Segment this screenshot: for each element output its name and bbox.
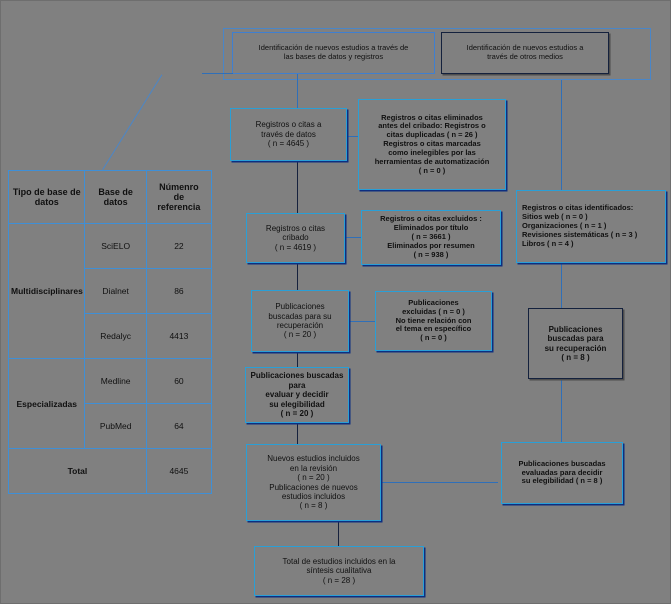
table-cell-database: Dialnet — [84, 268, 147, 314]
table-cell-references: 64 — [145, 403, 213, 449]
table-row: Especializadas Medline 60 — [7, 358, 213, 449]
header-identification-other-label: Identificación de nuevos estudios a trav… — [466, 43, 584, 61]
connector-header-other-down — [561, 80, 562, 190]
connector-included-to-right-assessed — [381, 482, 498, 483]
table-group-multidisciplinares: Multidisciplinares — [7, 223, 86, 359]
table-row: Redalyc 4413 — [9, 313, 213, 359]
box-reports-assessed-label: Publicaciones buscadas para evaluar y de… — [250, 371, 344, 419]
box-records-identified-other: Registros o citas identificados: Sitios … — [516, 190, 666, 263]
box-reports-assessed-other-label: Publicaciones buscadas evaluadas para de… — [518, 458, 606, 486]
box-new-studies-included-label: Nuevos estudios incluidos en la revisión… — [267, 454, 360, 511]
table-row: PubMed 64 — [9, 403, 213, 449]
table-row: Multidisciplinares SciELO 22 — [7, 223, 213, 359]
table-total-row: Total 4645 — [8, 448, 213, 494]
connector-records-to-removed — [347, 136, 359, 137]
connector-screened-to-excluded — [345, 237, 361, 238]
table-cell-references: 4413 — [145, 313, 213, 359]
table-cell-references: 86 — [145, 268, 213, 314]
box-reports-not-retrieved: Publicaciones excluidas ( n = 0 ) No tie… — [375, 291, 492, 351]
connector-diagonal-to-table — [102, 74, 163, 170]
database-reference-table: Tipo de base de datos Base de datos Núme… — [7, 170, 213, 494]
table-header-row: Tipo de base de datos Base de datos Núme… — [7, 170, 213, 224]
connector-rightsought-to-assessed — [561, 379, 562, 442]
header-identification-databases-label: Identificación de nuevos estudios a trav… — [258, 43, 409, 61]
table-cell-database: Redalyc — [84, 313, 147, 359]
table-cell-references: 60 — [145, 358, 213, 404]
table-total-label: Total — [8, 448, 147, 494]
box-reports-sought-other: Publicaciones buscadas para su recuperac… — [528, 308, 623, 379]
box-records-excluded: Registros o citas excluidos : Eliminados… — [361, 210, 501, 265]
box-total-qualitative-synthesis: Total de estudios incluidos en la síntes… — [254, 546, 424, 596]
box-new-studies-included: Nuevos estudios incluidos en la revisión… — [246, 444, 381, 521]
connector-records-to-screened — [297, 161, 298, 213]
table-cell-database: PubMed — [84, 403, 147, 449]
box-records-excluded-label: Registros o citas excluidos : Eliminados… — [380, 214, 482, 259]
table-header-database: Base de datos — [84, 170, 147, 224]
table-header-references: Númenro de referencia — [145, 170, 213, 224]
table-cell-database: Medline — [84, 358, 147, 404]
table-cell-database: SciELO — [84, 223, 147, 269]
connector-sought-to-assessed — [297, 353, 298, 367]
connector-sought-to-notretrieved — [349, 321, 375, 322]
box-reports-assessed-other: Publicaciones buscadas evaluadas para de… — [501, 442, 623, 504]
box-records-removed-label: Registros o citas eliminados antes del c… — [374, 112, 490, 175]
box-reports-assessed: Publicaciones buscadas para evaluar y de… — [245, 367, 349, 423]
box-total-qualitative-synthesis-label: Total de estudios incluidos en la síntes… — [282, 556, 396, 585]
box-reports-not-retrieved-label: Publicaciones excluidas ( n = 0 ) No tie… — [395, 297, 472, 343]
header-identification-databases: Identificación de nuevos estudios a trav… — [232, 32, 435, 74]
header-identification-other: Identificación de nuevos estudios a trav… — [441, 32, 609, 74]
connector-assessed-to-included — [297, 423, 298, 444]
connector-rightidentified-to-sought — [561, 263, 562, 308]
table-total-value: 4645 — [145, 448, 213, 494]
box-records-removed: Registros o citas eliminados antes del c… — [358, 99, 506, 190]
connector-header-left-stub — [202, 73, 233, 74]
box-reports-sought-other-label: Publicaciones buscadas para su recuperac… — [544, 324, 607, 362]
connector-screened-to-sought — [297, 263, 298, 290]
box-records-identified: Registros o citas a través de datos ( n … — [230, 108, 347, 161]
table-header-type: Tipo de base de datos — [7, 170, 86, 224]
box-records-identified-label: Registros o citas a través de datos ( n … — [255, 120, 322, 149]
box-reports-sought: Publicaciones buscadas para su recuperac… — [251, 290, 349, 352]
box-records-identified-other-label: Registros o citas identificados: Sitios … — [522, 203, 638, 248]
identification-band-frame — [223, 28, 651, 80]
connector-included-to-total — [338, 521, 339, 546]
box-reports-sought-label: Publicaciones buscadas para su recuperac… — [268, 302, 332, 340]
table-cell-references: 22 — [145, 223, 213, 269]
box-records-screened: Registros o citas cribado ( n = 4619 ) — [246, 213, 345, 263]
table-row: Dialnet 86 — [9, 268, 213, 314]
table-group-especializadas: Especializadas — [7, 358, 86, 449]
connector-header-to-records — [297, 74, 298, 108]
box-records-screened-label: Registros o citas cribado ( n = 4619 ) — [265, 223, 326, 252]
